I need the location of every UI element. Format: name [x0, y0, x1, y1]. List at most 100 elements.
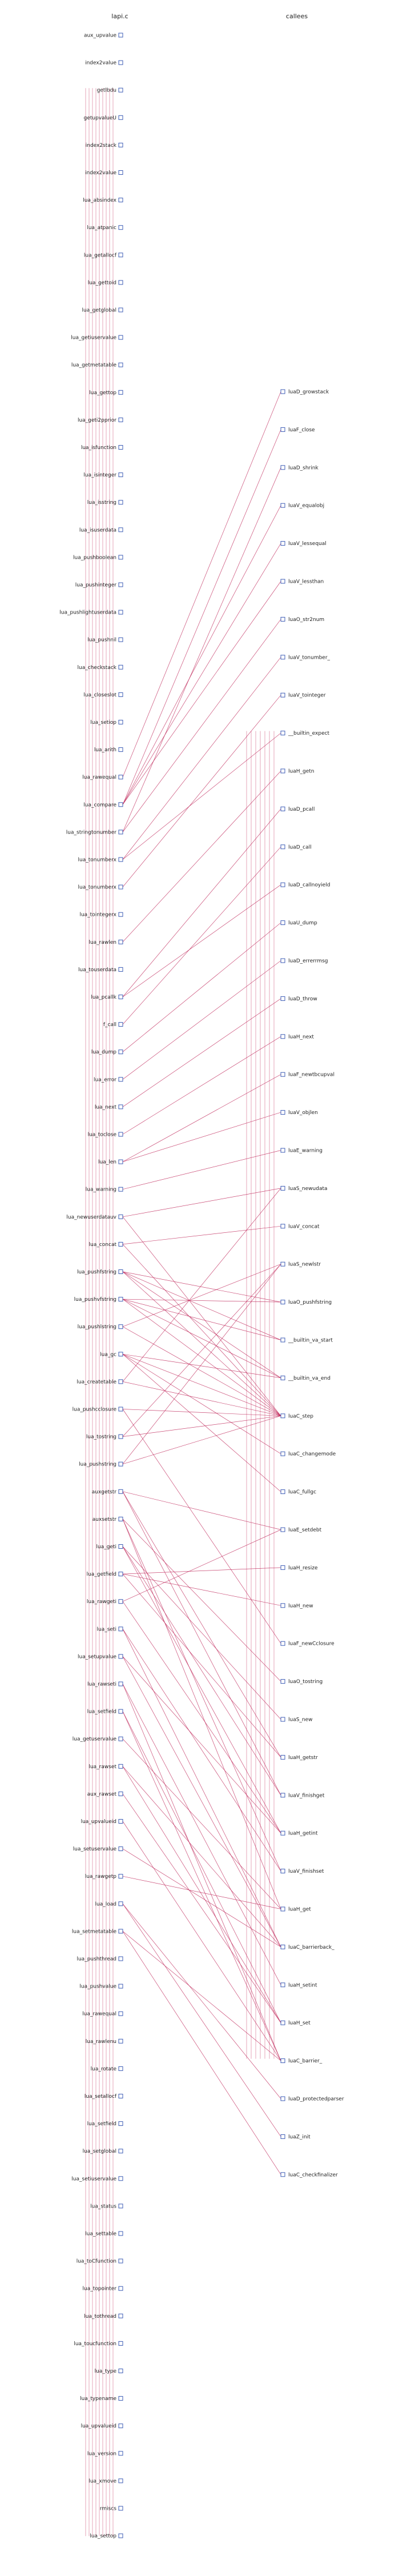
caller-port — [118, 2176, 123, 2181]
callee-node: luaV_finishset — [280, 1869, 324, 1874]
callee-node: __builtin_va_start — [280, 1337, 333, 1344]
call-edge — [122, 467, 281, 832]
callee-label: __builtin_va_start — [288, 1338, 333, 1344]
caller-node: lua_isinteger — [83, 472, 123, 478]
callee-label: luaS_new — [288, 1717, 313, 1723]
caller-port — [118, 939, 123, 944]
callee-node: luaO_pushfstring — [280, 1300, 332, 1305]
caller-label: lua_version — [87, 2451, 116, 2457]
caller-label: f_call — [103, 1022, 116, 1028]
caller-label: lua_pushvfstring — [74, 1297, 116, 1303]
caller-node: aux_upvalue — [84, 33, 123, 39]
callee-node: luaD_shrink — [280, 465, 319, 471]
callee-port — [280, 1337, 285, 1343]
caller-node: lua_type — [95, 2369, 123, 2374]
callee-node: luaV_tonumber_ — [280, 655, 331, 660]
callee-node: __builtin_va_end — [280, 1375, 331, 1381]
caller-node: lua_setiop — [90, 720, 123, 726]
caller-port — [118, 1132, 123, 1137]
caller-node: lua_setfield — [87, 2121, 123, 2127]
caller-label: lua_len — [98, 1160, 116, 1165]
callee-label: luaV_objlen — [288, 1110, 318, 1116]
caller-node: lua_len — [98, 1159, 123, 1165]
caller-label: lua_isuserdata — [79, 527, 116, 533]
caller-port — [118, 1736, 123, 1741]
callee-label: luaH_new — [288, 1603, 313, 1609]
callee-label: luaH_getstr — [288, 1755, 318, 1761]
callee-label: luaH_getn — [288, 769, 314, 775]
caller-label: lua_toucfunction — [74, 2341, 116, 2347]
caller-port — [118, 1874, 123, 1879]
callee-node: luaH_set — [280, 2020, 311, 2026]
call-edge — [122, 1529, 281, 1602]
caller-node: f_call — [103, 1022, 123, 1028]
callee-label: luaS_newudata — [288, 1186, 328, 1192]
callee-label: luaZ_init — [288, 2134, 311, 2140]
caller-label: lua_tointegerx — [79, 912, 116, 918]
caller-port — [118, 775, 123, 780]
call-edge — [122, 1299, 281, 1340]
call-edge — [122, 884, 281, 997]
call-edge — [122, 1491, 281, 1796]
caller-label: lua_error — [94, 1077, 116, 1083]
callee-label: luaC_barrierback_ — [288, 1945, 335, 1950]
callee-node: luaD_pcall — [280, 806, 315, 812]
call-edge — [122, 1354, 281, 1492]
caller-node: lua_setuservalue — [73, 1846, 123, 1852]
call-edge — [122, 1354, 281, 1454]
caller-node: lua_pushboolean — [73, 555, 123, 560]
callee-node: luaH_getstr — [280, 1754, 318, 1761]
caller-node: lua_setupvalue — [78, 1654, 123, 1660]
caller-label: lua_settop — [90, 2534, 116, 2539]
callee-port — [280, 1906, 285, 1912]
caller-label: lua_rawequal — [82, 775, 116, 780]
caller-node: lua_setglobal — [83, 2149, 123, 2154]
callee-label: luaH_next — [288, 1034, 314, 1040]
callee-label: luaD_growstack — [288, 390, 329, 395]
caller-port — [118, 1022, 123, 1027]
caller-node: lua_stringtonumber — [66, 830, 123, 835]
caller-node: lua_rawseti — [87, 1681, 123, 1688]
callee-label: luaD_throw — [288, 996, 317, 1002]
caller-label: lua_getiuservalue — [71, 335, 116, 341]
caller-label: lua_rawset — [88, 1764, 116, 1770]
caller-label: lua_typename — [80, 2396, 116, 2402]
caller-port — [118, 225, 123, 230]
caller-label: lua_pushlstring — [78, 1324, 116, 1330]
call-edge — [122, 771, 281, 943]
caller-port — [118, 637, 123, 642]
callee-label: luaE_warning — [288, 1148, 323, 1154]
call-edge — [122, 1150, 281, 1190]
caller-label: lua_rawgeti — [87, 1599, 116, 1605]
caller-node: lua_tostring — [86, 1434, 123, 1440]
caller-label: lua_touserdata — [78, 967, 116, 973]
caller-node: lua_toclose — [88, 1132, 123, 1138]
callee-node: luaH_get — [280, 1906, 311, 1913]
caller-node: lua_getmetatable — [71, 362, 123, 368]
callee-label: luaH_getint — [288, 1831, 318, 1837]
callee-port — [280, 465, 285, 470]
callee-port — [280, 1717, 285, 1722]
caller-node: lua_isfunction — [81, 445, 123, 451]
callee-node: __builtin_expect — [280, 731, 330, 736]
callee-node: luaC_fullgc — [280, 1489, 316, 1495]
caller-node: lua_upvalueid — [81, 1819, 123, 1825]
call-edge — [122, 1766, 281, 2023]
caller-label: lua_pushvalue — [79, 1984, 116, 1990]
caller-label: lua_getallocf — [84, 253, 117, 258]
call-edge — [122, 1629, 281, 1872]
caller-label: lua_createtable — [76, 1379, 116, 1385]
caller-port — [118, 2423, 123, 2429]
caller-label: lua_arith — [94, 747, 116, 753]
callee-label: luaD_call — [288, 844, 312, 850]
caller-label: lua_atpanic — [87, 225, 116, 231]
caller-label: aux_upvalue — [84, 33, 117, 39]
caller-label: lua_setuservalue — [73, 1846, 117, 1852]
caller-port — [118, 747, 123, 752]
callee-label: luaF_newtbcupval — [288, 1072, 335, 1078]
caller-port — [118, 664, 123, 670]
caller-port — [118, 1516, 123, 1521]
caller-label: getupvalueU — [84, 115, 116, 121]
caller-label: lua_setiuservalue — [71, 2176, 116, 2182]
callee-node: luaE_setdebt — [280, 1527, 322, 1533]
